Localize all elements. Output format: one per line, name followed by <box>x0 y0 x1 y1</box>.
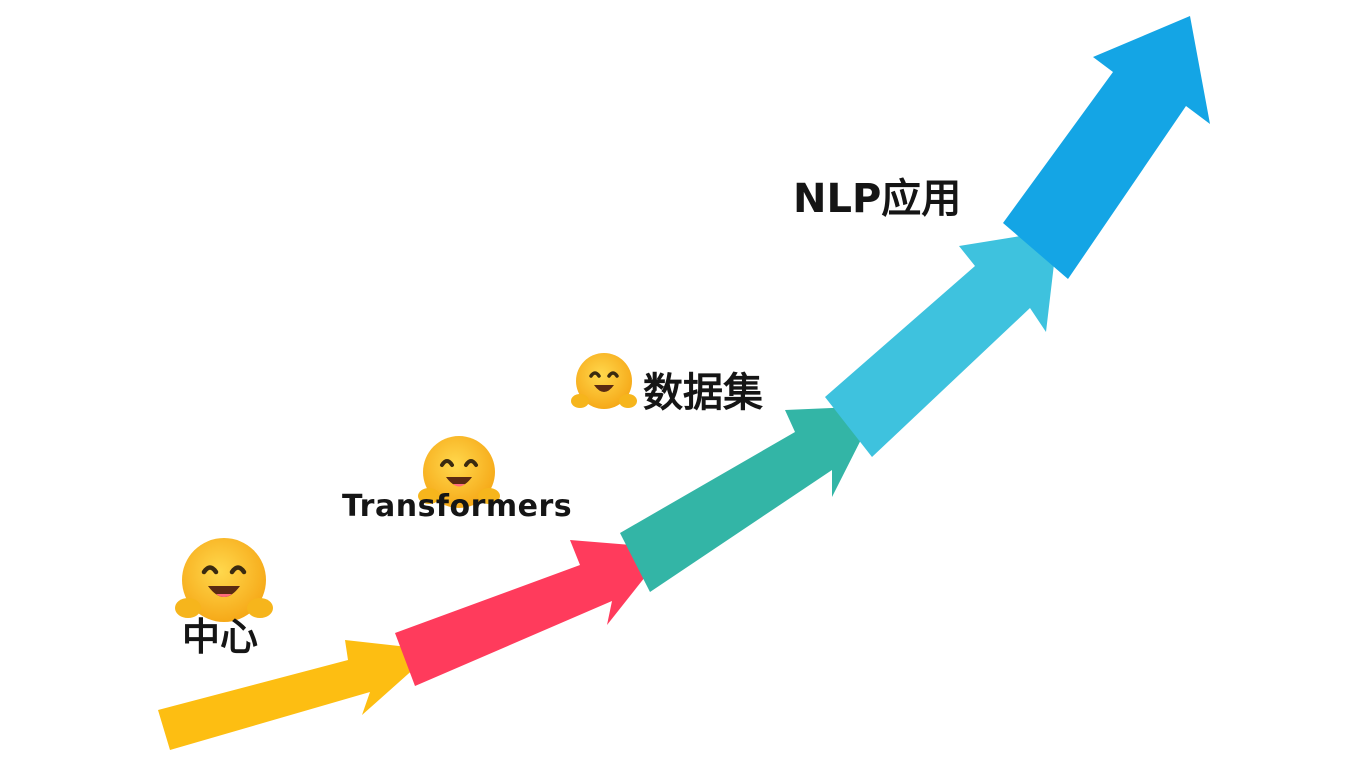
arrow-hub <box>158 640 435 750</box>
label-hub: 中心 <box>182 615 259 659</box>
hugging-face-icon <box>418 436 500 508</box>
label-transformers: Transformers <box>342 489 573 524</box>
label-datasets: 数据集 <box>643 370 763 416</box>
label-nlp: NLP应用 <box>793 176 962 222</box>
arrow-nlp <box>1003 16 1210 279</box>
arrow-transformers <box>395 540 668 686</box>
arrow-step4 <box>825 230 1058 457</box>
arrow-datasets <box>620 406 878 592</box>
hugging-face-icon <box>175 538 273 622</box>
hugging-face-icon <box>571 353 637 409</box>
